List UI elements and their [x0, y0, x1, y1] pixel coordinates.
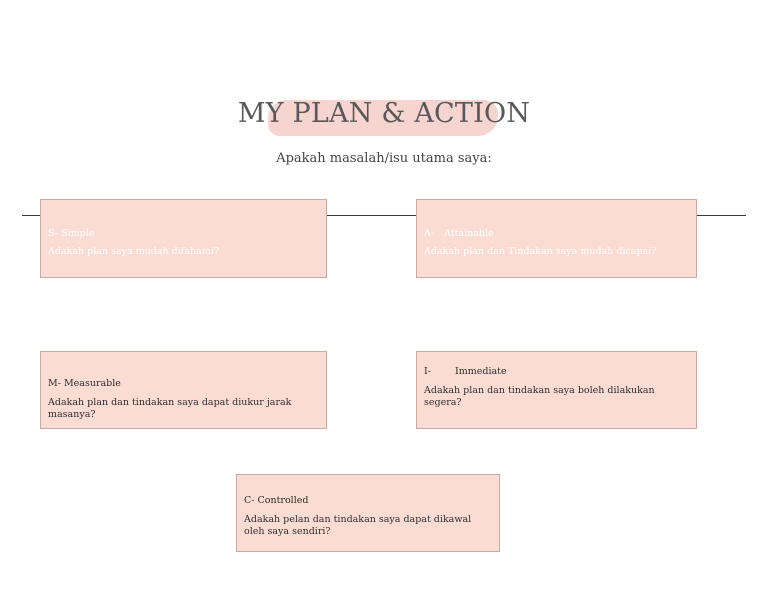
box-measurable-question: Adakah plan dan tindakan saya dapat diuk… [48, 397, 292, 420]
box-measurable-heading: M- Measurable [48, 378, 121, 389]
box-immediate-letter: I- [424, 366, 431, 377]
title-highlight-shape [268, 100, 498, 136]
box-immediate-heading: I- Immediate [424, 366, 507, 378]
box-controlled-heading: C- Controlled [244, 495, 309, 506]
box-attainable-question: Adakah plan dan Tindakan saya mudah dica… [424, 246, 657, 257]
page-subtitle: Apakah masalah/isu utama saya: [276, 151, 492, 166]
connector-line-left [22, 215, 42, 216]
box-simple-question: Adakah plan saya mudah difahami? [48, 246, 219, 257]
box-attainable-letter: A- [424, 228, 435, 239]
box-immediate-word: Immediate [454, 366, 507, 377]
box-attainable: A- Attainable Adakah plan dan Tindakan sa… [416, 199, 697, 278]
box-simple: S- Simple Adakah plan saya mudah difaham… [40, 199, 327, 278]
connector-line-middle [326, 215, 417, 216]
box-controlled-question: Adakah pelan dan tindakan saya dapat dik… [244, 514, 472, 537]
box-attainable-word: Attainable [444, 228, 494, 239]
box-immediate-question: Adakah plan dan tindakan saya boleh dila… [424, 385, 655, 408]
title-area: MY PLAN & ACTION [0, 96, 768, 140]
box-simple-heading: S- Simple [48, 228, 95, 239]
page-title: MY PLAN & ACTION [237, 98, 531, 129]
box-controlled: C- Controlled Adakah pelan dan tindakan … [236, 474, 500, 552]
box-measurable: M- Measurable Adakah plan dan tindakan s… [40, 351, 327, 429]
box-attainable-heading: A- Attainable [424, 228, 494, 240]
connector-line-right [696, 215, 746, 216]
box-immediate: I- Immediate Adakah plan dan tindakan say… [416, 351, 697, 429]
